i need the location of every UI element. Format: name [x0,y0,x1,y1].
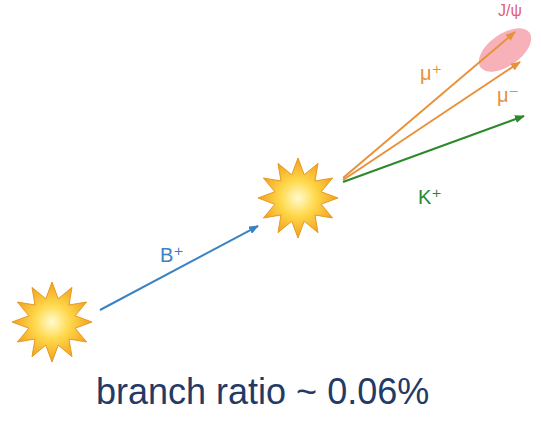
particle-label: K⁺ [418,186,442,208]
muon-plus-track [343,32,515,178]
muon-minus-track [343,62,520,180]
particle-label: μ⁺ [420,62,442,84]
b-meson-track [100,226,258,310]
production-burst [12,282,92,362]
particle-label: μ⁻ [497,84,519,106]
kaon-track [343,116,524,182]
particle-label: J/ψ [498,2,522,20]
decay-burst [258,158,338,238]
particle-label: B⁺ [160,244,184,266]
caption-text: branch ratio ~ 0.06% [96,372,429,412]
